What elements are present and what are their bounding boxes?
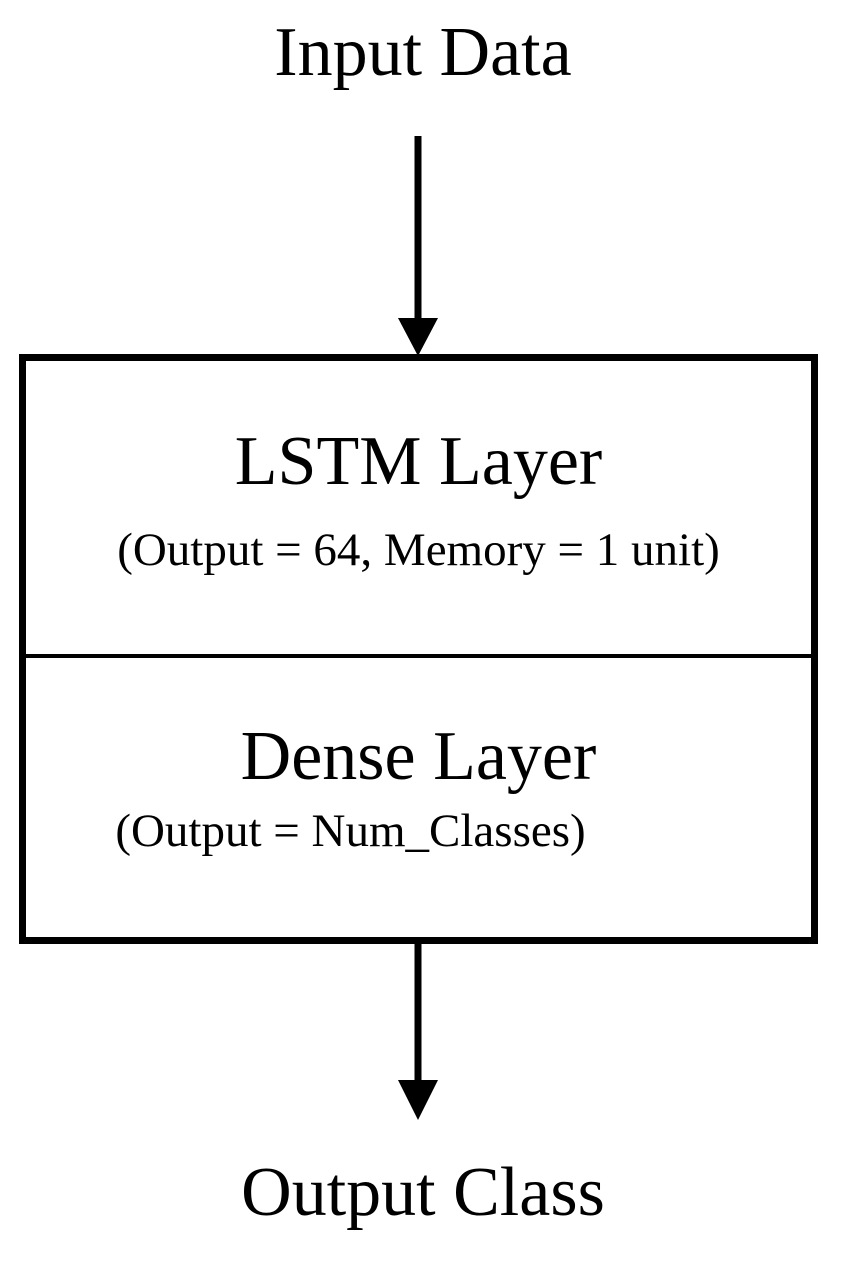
input-arrow [398,136,438,356]
lstm-layer-title: LSTM Layer [234,423,603,500]
dense-layer-box: Dense Layer (Output = Num_Classes) [19,654,818,944]
dense-layer-title: Dense Layer [240,718,597,795]
output-arrow [398,944,438,1120]
input-data-label: Input Data [274,14,572,91]
lstm-layer-box: LSTM Layer (Output = 64, Memory = 1 unit… [19,354,818,658]
lstm-layer-subtitle: (Output = 64, Memory = 1 unit) [117,524,720,576]
dense-layer-subtitle: (Output = Num_Classes) [115,805,586,857]
output-class-label: Output Class [241,1154,605,1231]
